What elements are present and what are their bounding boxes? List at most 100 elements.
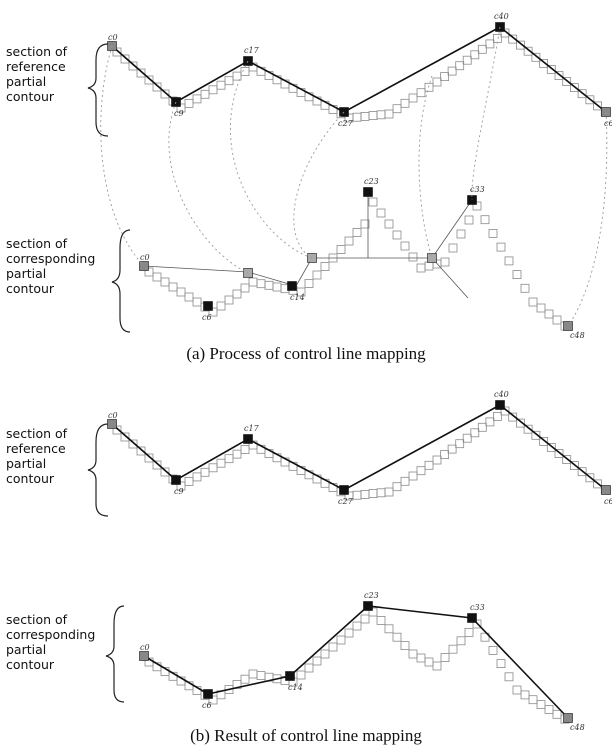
contour-pixel [232, 71, 242, 81]
reference-contour-label-b: section of reference partial contour [6, 426, 68, 486]
contour-pixel [144, 453, 154, 463]
brace-reference-b [87, 423, 109, 517]
reference-contour-label-a: section of reference partial contour [6, 44, 68, 104]
contour-pixel [528, 297, 538, 307]
contour-pixel [472, 201, 482, 211]
contour-pixel [492, 34, 502, 43]
contour-pixel [352, 621, 362, 631]
contour-pixel [447, 66, 457, 76]
corresponding-point-label-a: c14 [290, 293, 305, 302]
reference-point-label-a: c6 [604, 119, 612, 128]
contour-pixel [504, 672, 514, 682]
reference-control-point-b [171, 475, 181, 485]
contour-pixel [296, 670, 306, 680]
contour-pixel [352, 490, 362, 500]
contour-pixel [376, 110, 386, 120]
contour-pixel [500, 28, 510, 38]
contour-pixel [562, 77, 572, 86]
reference-control-point-b [243, 434, 253, 444]
contour-pixel [232, 449, 242, 459]
contour-pixel [512, 685, 522, 695]
contour-pixel [368, 111, 378, 120]
contour-pixel [593, 101, 602, 111]
contour-pixel [208, 463, 218, 473]
corresponding-point-label-a: c33 [470, 185, 485, 194]
contour-pixel [531, 52, 541, 62]
contour-pixel [536, 303, 546, 313]
contour-pixel [470, 428, 480, 438]
contour-pixel [216, 458, 226, 468]
contour-pixel [128, 61, 138, 71]
reference-control-point-b [339, 485, 349, 495]
contour-pixel [416, 466, 426, 476]
contour-pixel [539, 59, 548, 68]
contour-pixel [448, 644, 458, 654]
contour-pixel [432, 661, 442, 671]
reference-point-label-b: c6 [604, 497, 612, 506]
contour-pixel [585, 473, 595, 483]
contour-pixel [144, 267, 154, 277]
contour-pixel [336, 245, 346, 254]
contour-pixel [593, 479, 602, 489]
contour-pixel [508, 412, 518, 422]
caption-b: (b) Result of control line mapping [190, 726, 422, 745]
contour-pixel [455, 61, 465, 71]
corresponding-point-label-b: c33 [470, 603, 485, 612]
contour-pixel [248, 277, 258, 287]
reference-point-label-a: c9 [174, 109, 184, 118]
contour-pixel [462, 433, 472, 443]
contour-pixel [448, 243, 458, 253]
corresponding-control-point-a [287, 281, 297, 291]
contour-pixel [536, 700, 546, 709]
contour-pixel [539, 436, 548, 446]
corresponding-point-label-b: c6 [202, 701, 212, 710]
contour-pixel [528, 695, 538, 705]
reference-point-label-a: c17 [244, 46, 260, 55]
corresponding-control-line-b [143, 605, 569, 719]
reference-control-line-b [111, 404, 607, 491]
contour-pixel [432, 455, 442, 465]
contour-pixel [120, 54, 130, 64]
contour-pixel [455, 439, 465, 449]
contour-pixel [462, 55, 472, 65]
contour-pixel [546, 442, 556, 452]
reference-point-label-b: c9 [174, 487, 184, 496]
contour-pixel [408, 93, 418, 103]
mapping-arc-a [100, 45, 145, 267]
contour-pixel [488, 646, 498, 655]
contour-pixel [400, 476, 410, 486]
intermediate-node-a [427, 253, 437, 263]
corresponding-point-label-a: c6 [202, 313, 212, 322]
contour-pixel [192, 94, 202, 104]
contour-pixel [546, 65, 556, 74]
contour-pixel [112, 425, 122, 435]
contour-pixel [424, 657, 434, 667]
corresponding-control-point-b [203, 689, 213, 699]
contour-pixel [224, 295, 234, 305]
contour-pixel [552, 315, 562, 325]
contour-pixel [416, 263, 426, 273]
contour-pixel [224, 76, 234, 86]
contour-pixel [496, 659, 506, 668]
contour-pixel [368, 607, 378, 617]
contour-pixel [176, 481, 186, 491]
contour-pixel [480, 632, 490, 642]
contour-pixel [477, 44, 487, 54]
contour-pixel [200, 467, 210, 477]
reference-point-label-a: c40 [494, 12, 509, 21]
contour-pixel [577, 89, 587, 99]
contour-pixel [440, 450, 450, 460]
contour-pixel [360, 219, 370, 229]
contour-pixel [368, 197, 378, 207]
mapping-arc-a [230, 60, 313, 259]
contour-pixel [304, 279, 314, 288]
contour-pixel [184, 292, 194, 302]
contour-pixel [408, 252, 418, 262]
contour-pixel [508, 34, 518, 44]
contour-pixel [136, 446, 146, 456]
contour-pixel [216, 80, 226, 90]
contour-pixel [400, 241, 410, 251]
contour-pixel [464, 628, 474, 637]
reference-control-line-a [111, 26, 607, 113]
